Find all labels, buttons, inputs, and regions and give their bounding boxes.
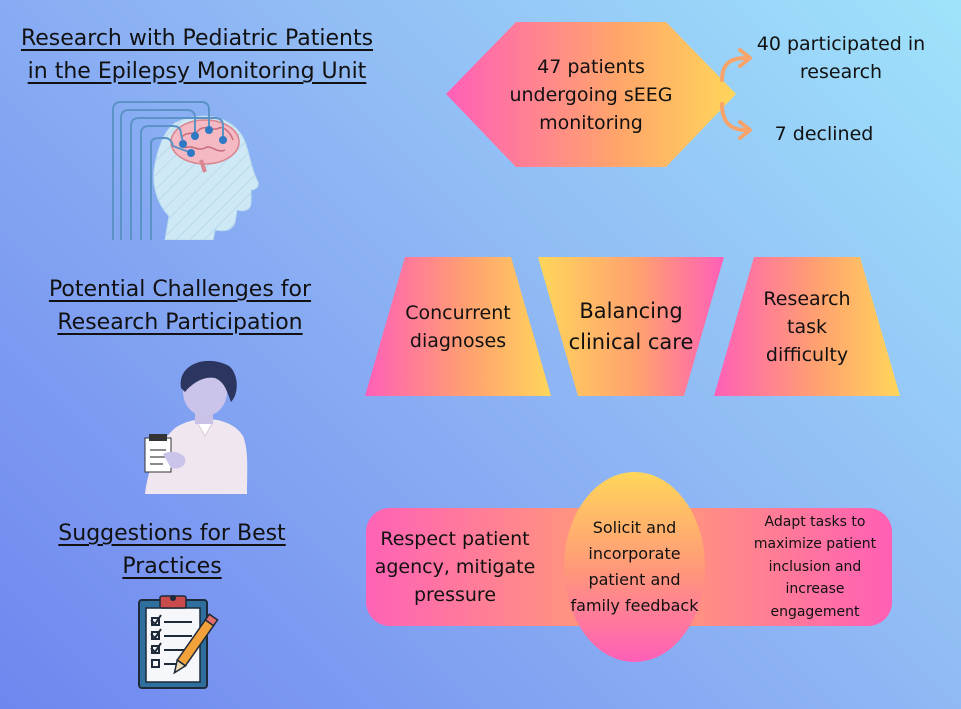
suggestion-respect-agency: Respect patient agency, mitigate pressur… (374, 528, 536, 606)
challenge-label: Research task difficulty (763, 287, 851, 366)
suggestion-solicit-feedback: Solicit and incorporate patient and fami… (570, 518, 699, 615)
suggestions-center-oval (564, 472, 705, 662)
challenge-label: Balancing clinical care (568, 298, 694, 354)
patients-hexagon-label: 47 patients undergoing sEEG monitoring (509, 55, 673, 134)
suggestions-heading: Suggestions for Best Practices (58, 521, 286, 579)
challenge-label: Concurrent diagnoses (405, 301, 511, 352)
research-heading: Research with Pediatric Patients in the … (20, 26, 374, 84)
declined-text: 7 declined (774, 123, 874, 145)
flow-arrows (720, 48, 752, 140)
checklist-clipboard-icon (136, 592, 220, 690)
challenges-heading: Potential Challenges for Research Partic… (48, 277, 312, 335)
participated-text: 40 participated in research (756, 33, 926, 83)
challenge-balancing-clinical-care: Balancing clinical care (538, 257, 724, 396)
clinician-clipboard-icon (135, 358, 250, 494)
brain-head-icon (105, 98, 265, 241)
challenge-concurrent-diagnoses: Concurrent diagnoses (365, 257, 551, 396)
patients-hexagon: 47 patients undergoing sEEG monitoring (446, 22, 736, 167)
challenge-research-task-difficulty: Research task difficulty (714, 257, 900, 396)
suggestion-adapt-tasks: Adapt tasks to maximize patient inclusio… (753, 513, 877, 620)
